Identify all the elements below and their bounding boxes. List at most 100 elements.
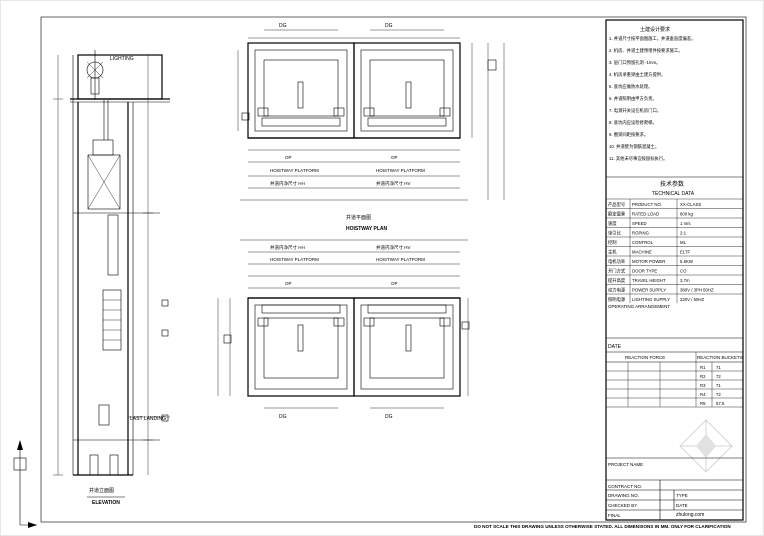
footer-note: DO NOT SCALE THIS DRAWING UNLESS OTHERWI… bbox=[474, 524, 731, 529]
tech-key-en: DOOR TYPE bbox=[632, 269, 657, 274]
note-line: 5. 底坑应做防水处理。 bbox=[609, 83, 652, 90]
tech-key-en: POWER SUPPLY bbox=[632, 288, 666, 293]
tech-value: 220V / 50HZ bbox=[680, 297, 704, 302]
elevation-view: LIGHTING LAST LANDING 井道立面图 ELEVATION bbox=[53, 50, 170, 506]
lighting-note: LIGHTING bbox=[110, 56, 134, 62]
plan-b-dim-hh: 井道内净尺寸 HH bbox=[270, 244, 305, 251]
door-dim-top-2: DG bbox=[385, 23, 393, 29]
reaction-value: 72 bbox=[716, 392, 721, 397]
elevation-label: ELEVATION bbox=[92, 500, 120, 506]
tb-project: PROJECT NAME bbox=[608, 462, 643, 467]
note-line: 1. 井道尺寸按平面图施工，井道垂直度偏差。 bbox=[609, 35, 695, 42]
hoistway-plan-bottom: 井道内净尺寸 HH 井道内净尺寸 HV HOISTWAY PLATFORM HO… bbox=[217, 239, 470, 420]
stop-note: LAST LANDING bbox=[130, 416, 166, 422]
tech-value: 380V / 3PH 50HZ bbox=[680, 288, 714, 293]
tech-key-en: MOTOR POWER bbox=[632, 259, 665, 264]
door-dim-top-1: DG bbox=[279, 23, 287, 29]
tech-key-en: CONTROL bbox=[632, 240, 654, 245]
note-line: 3. 层门口预留孔洞 -1mm。 bbox=[609, 59, 660, 66]
tech-value: 800 kg bbox=[680, 212, 694, 217]
note-line: 6. 井道照明由甲方负责。 bbox=[609, 95, 657, 102]
tech-value: 3.7m bbox=[680, 278, 690, 283]
note-line: 2. 机房、井道土建预埋件按要求施工。 bbox=[609, 47, 683, 54]
tech-key-cn: 照明电源 bbox=[608, 296, 626, 303]
watermark-text: zhulong.com bbox=[676, 512, 704, 518]
reaction-key: R3 bbox=[700, 383, 706, 388]
tech-value: ML bbox=[680, 240, 687, 245]
date-label: DATE bbox=[608, 344, 622, 350]
reaction-header-left: REACTION FORCE bbox=[625, 355, 665, 360]
tech-key-cn: 提升高度 bbox=[608, 277, 626, 284]
tech-title-cn: 技术参数 bbox=[660, 180, 684, 188]
door-dim-bottom-2: DG bbox=[385, 414, 393, 420]
notes-title: 土建设计要求 bbox=[640, 26, 670, 33]
tb-date: DATE bbox=[676, 503, 688, 508]
reaction-key: R1 bbox=[700, 365, 706, 370]
plan-platform-1: HOISTWAY PLATFORM bbox=[270, 168, 319, 173]
watermark-logo bbox=[679, 419, 733, 473]
tech-after: OPERATING ARRANGEMENT bbox=[608, 304, 670, 309]
tech-key-cn: 速度 bbox=[608, 220, 617, 227]
tech-title-en: TECHNICAL DATA bbox=[652, 191, 695, 197]
reaction-value: 71 bbox=[716, 365, 721, 370]
tech-value: 5.5KW bbox=[680, 259, 694, 264]
reaction-key: R4 bbox=[700, 392, 706, 397]
door-dim-bottom-1: DG bbox=[279, 414, 287, 420]
tech-key-cn: 主机 bbox=[608, 249, 617, 256]
notes-lines: 1. 井道尺寸按平面图施工，井道垂直度偏差。 2. 机房、井道土建预埋件按要求施工… bbox=[609, 35, 695, 162]
plan-op-1: OP bbox=[285, 155, 292, 160]
plan-b-op-2: OP bbox=[391, 281, 398, 286]
note-line: 4. 机房承重梁由土建方提供。 bbox=[609, 71, 665, 78]
ucs-axis-icon bbox=[13, 440, 37, 528]
tech-key-cn: 开门方式 bbox=[608, 268, 626, 275]
tech-key-en: PRODUCT NO. bbox=[632, 202, 662, 207]
hoistway-plan-top: DG DG OP OP HOISTWAY PLATFORM HOISTWAY P… bbox=[237, 23, 505, 232]
tb-checked: CHECKED BY bbox=[608, 503, 637, 508]
tech-key-en: TRAVEL HEIGHT bbox=[632, 278, 666, 283]
plan-b-platform-1: HOISTWAY PLATFORM bbox=[270, 257, 319, 262]
tb-type: TYPE bbox=[676, 493, 688, 498]
tech-key-en: LIGHTING SUPPLY bbox=[632, 297, 670, 302]
plan-platform-2: HOISTWAY PLATFORM bbox=[376, 168, 425, 173]
tb-final: FINAL bbox=[608, 513, 621, 518]
tech-key-cn: 动力电源 bbox=[608, 287, 626, 294]
plan-dim-hh: 井道内净尺寸 HH bbox=[270, 180, 305, 187]
tech-key-cn: 电机功率 bbox=[608, 258, 626, 265]
tech-key-en: SPEED bbox=[632, 221, 647, 226]
plan-op-2: OP bbox=[391, 155, 398, 160]
plan-b-platform-2: HOISTWAY PLATFORM bbox=[376, 257, 425, 262]
reaction-value: 71 bbox=[716, 383, 721, 388]
elevation-label-cn: 井道立面图 bbox=[89, 487, 114, 494]
hoistway-plan-label: HOISTWAY PLAN bbox=[346, 226, 388, 232]
note-line: 10. 井道壁为钢筋混凝土。 bbox=[609, 143, 659, 150]
tech-value: XX-CLASS bbox=[680, 202, 701, 207]
reaction-value: 72 bbox=[716, 374, 721, 379]
note-line: 9. 圈梁间距按要求。 bbox=[609, 131, 648, 138]
note-line: 8. 底坑内应设检修爬梯。 bbox=[609, 119, 657, 126]
tech-key-cn: 控制 bbox=[608, 239, 617, 246]
tech-key-en: MACHINE bbox=[632, 250, 652, 255]
reaction-value: 57.5 bbox=[716, 401, 725, 406]
note-line: 11. 其他未尽事宜按国标执行。 bbox=[609, 155, 667, 162]
right-panel: 土建设计要求 1. 井道尺寸按平面图施工，井道垂直度偏差。 2. 机房、井道土建预… bbox=[605, 19, 744, 521]
tech-key-en: RATED LOAD bbox=[632, 212, 659, 217]
reaction-key: R2 bbox=[700, 374, 706, 379]
plan-b-op-1: OP bbox=[285, 281, 292, 286]
tech-value: CO bbox=[680, 269, 687, 274]
reaction-header-right: REACTION BUCKETS bbox=[697, 355, 743, 360]
reaction-key: R5 bbox=[700, 401, 706, 406]
note-line: 7. 电源开关设在机房门口。 bbox=[609, 107, 661, 114]
tech-key-en: ROPING bbox=[632, 231, 650, 236]
tb-contract: CONTRACT NO. bbox=[608, 484, 642, 489]
tb-drawing: DRAWING NO. bbox=[608, 493, 639, 498]
hoistway-plan-label-cn: 井道平面图 bbox=[346, 214, 371, 221]
tech-key-cn: 额定载重 bbox=[608, 211, 626, 218]
plan-b-dim-hv: 井道内净尺寸 HV bbox=[376, 244, 411, 251]
tech-table: 产品型号 PRODUCT NO. XX-CLASS 额定载重 RATED LOAD 800… bbox=[606, 198, 743, 303]
tech-value: 2:1 bbox=[680, 231, 687, 236]
tech-value: 1 m/s bbox=[680, 221, 691, 226]
tech-key-cn: 产品型号 bbox=[608, 201, 625, 208]
tech-key-cn: 曳引比 bbox=[608, 230, 622, 237]
